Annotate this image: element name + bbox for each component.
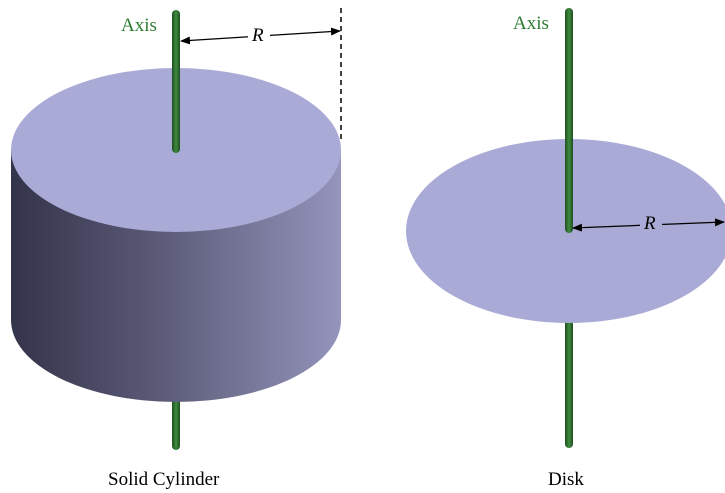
disk-axis-rod-top	[565, 8, 573, 233]
cylinder-radius-label-bg	[248, 24, 270, 44]
cylinder-axis-rod-bottom	[172, 395, 180, 450]
disk-face	[406, 139, 725, 323]
cylinder-caption: Solid Cylinder	[108, 469, 220, 490]
disk-figure: R Axis Disk	[406, 8, 725, 490]
cylinder-axis-label: Axis	[121, 15, 157, 36]
solid-cylinder: R Axis Solid Cylinder	[11, 8, 342, 490]
disk-axis-label: Axis	[513, 13, 549, 34]
disk-radius-label: R	[643, 213, 656, 234]
disk-radius-label-bg	[640, 212, 662, 232]
disk-axis-rod-bottom	[565, 318, 573, 448]
cylinder-axis-rod-top	[172, 10, 180, 153]
disk-caption: Disk	[548, 469, 584, 490]
cylinder-radius-label: R	[251, 25, 264, 46]
